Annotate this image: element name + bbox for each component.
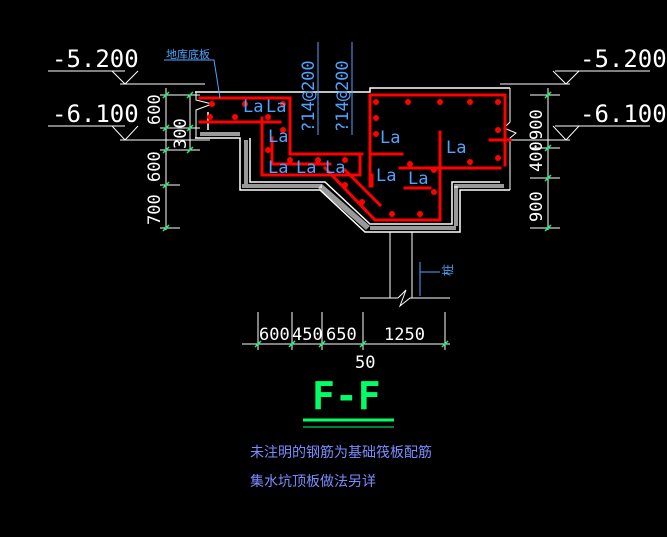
left-dim-600-b: 600 <box>145 151 165 182</box>
elevation-mark-left-second <box>48 125 210 141</box>
pile-leader <box>419 262 440 296</box>
rebar-label-right: ?14@200 <box>333 60 353 132</box>
left-dim-600-a: 600 <box>145 94 165 125</box>
section-title: F-F <box>312 374 381 418</box>
rebar-dots <box>207 99 501 217</box>
concrete-hatch <box>200 132 504 230</box>
bottom-dim-600: 600 <box>259 325 290 345</box>
floor-slab-leader <box>164 59 221 99</box>
la-label: La <box>446 138 466 158</box>
pile <box>360 232 450 308</box>
elevation-mark-left-top <box>48 70 205 85</box>
la-label: La <box>268 127 288 147</box>
rebar-lines <box>198 93 512 222</box>
left-dim-300: 300 <box>171 118 191 149</box>
la-label: La <box>266 97 286 117</box>
bottom-dim-650: 650 <box>326 325 357 345</box>
concrete-section-outline <box>195 87 510 233</box>
elevation-mark-right-second <box>500 125 650 141</box>
la-label: La <box>408 169 428 189</box>
right-dim-900-a: 900 <box>527 109 547 140</box>
rebar-label-left: ?14@200 <box>299 60 319 132</box>
dimension-chain-left <box>160 88 200 230</box>
elevation-text-left-second: -6.100 <box>52 100 139 128</box>
la-label: La <box>296 158 316 178</box>
elevation-text-right-second: -6.100 <box>580 100 667 128</box>
elevation-text-right-top: -5.200 <box>580 45 667 73</box>
dimension-ticks-right <box>544 91 552 232</box>
left-dim-700: 700 <box>145 194 165 225</box>
break-line-right <box>503 88 517 190</box>
elevation-mark-right-top <box>500 70 650 85</box>
rebar-leaders <box>317 42 353 135</box>
anchorage-labels: La La La La La La La La La La <box>243 97 466 189</box>
la-label: La <box>380 128 400 148</box>
floor-slab-callout: 地库底板 <box>166 47 210 61</box>
section-title-underline <box>303 418 394 428</box>
bottom-dim-450: 450 <box>292 325 323 345</box>
right-dim-400: 400 <box>527 141 547 172</box>
dimension-ticks-bottom <box>254 340 449 348</box>
bottom-dim-1250: 1250 <box>384 325 425 345</box>
dimension-ticks-left <box>162 91 194 232</box>
la-label: La <box>243 97 263 117</box>
dimension-chain-right <box>530 88 560 230</box>
note-line-1: 未注明的钢筋为基础筏板配筋 <box>250 444 432 461</box>
la-label: La <box>325 158 345 178</box>
bottom-sub-dim-50: 50 <box>355 353 375 373</box>
la-label: La <box>376 166 396 186</box>
la-label: La <box>268 158 288 178</box>
right-dim-900-b: 900 <box>527 191 547 222</box>
dimension-chain-bottom <box>242 312 450 350</box>
note-line-2: 集水坑顶板做法另详 <box>250 473 376 490</box>
elevation-text-left-top: -5.200 <box>52 45 139 73</box>
pile-callout: 桩 <box>440 264 455 276</box>
